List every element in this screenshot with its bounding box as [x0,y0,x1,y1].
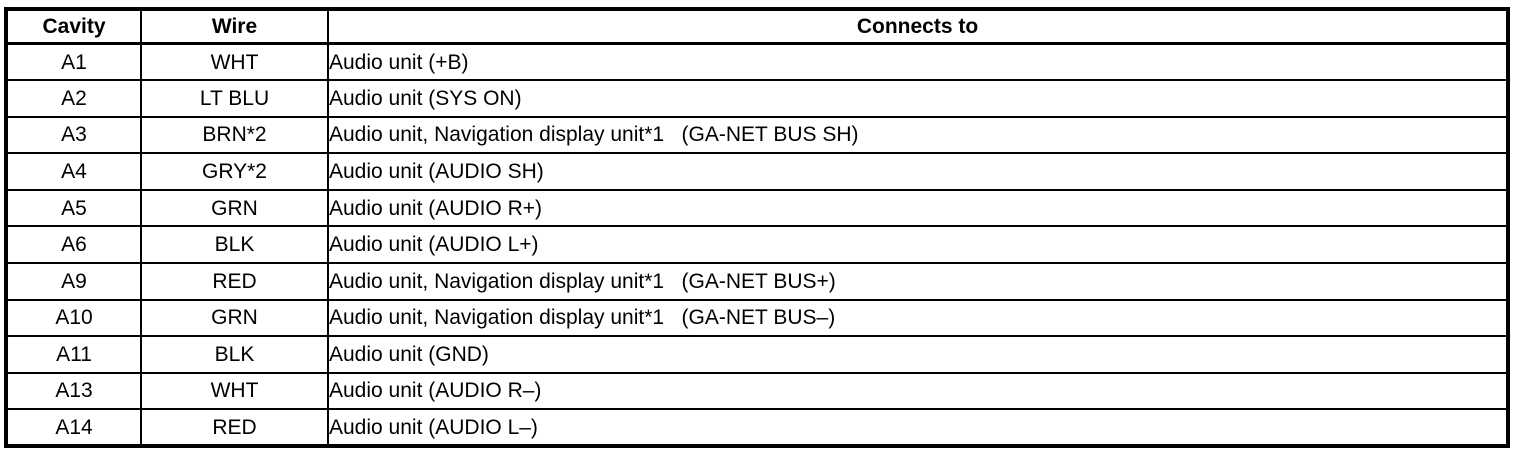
cell-connects-to: Audio unit (AUDIO R–) [327,371,1509,411]
cell-cavity: A5 [5,188,142,228]
table-row: A14 RED Audio unit (AUDIO L–) [5,408,1509,447]
cell-cavity: A9 [5,261,142,301]
cell-wire: BLK [140,335,329,374]
cell-connects-to: Audio unit (AUDIO L–) [327,408,1509,447]
table-row: A9 RED Audio unit, Navigation display un… [5,261,1509,301]
header-connects-to: Connects to [327,8,1509,45]
cell-wire: BLK [140,225,329,264]
cell-wire: BRN*2 [140,115,329,155]
cell-wire: RED [140,408,329,447]
cell-wire: RED [140,261,329,301]
table-row: A13 WHT Audio unit (AUDIO R–) [5,371,1509,411]
table-body: A1 WHT Audio unit (+B) A2 LT BLU Audio u… [5,42,1509,447]
cell-cavity: A4 [5,152,142,191]
cell-cavity: A10 [5,298,142,338]
header-cavity: Cavity [5,8,142,45]
cell-wire: WHT [140,371,329,411]
header-wire: Wire [140,8,329,45]
table-row: A11 BLK Audio unit (GND) [5,335,1509,374]
cell-connects-to: Audio unit, Navigation display unit*1 (G… [327,261,1509,301]
table-header-row: Cavity Wire Connects to [5,8,1509,45]
table-row: A2 LT BLU Audio unit (SYS ON) [5,79,1509,118]
table-row: A10 GRN Audio unit, Navigation display u… [5,298,1509,338]
cell-wire: LT BLU [140,79,329,118]
cell-connects-to: Audio unit, Navigation display unit*1 (G… [327,298,1509,338]
cell-connects-to: Audio unit (SYS ON) [327,79,1509,118]
cell-cavity: A13 [5,371,142,411]
cell-wire: WHT [140,42,329,82]
cell-cavity: A2 [5,79,142,118]
cell-connects-to: Audio unit (GND) [327,335,1509,374]
cell-wire: GRN [140,298,329,338]
table-row: A3 BRN*2 Audio unit, Navigation display … [5,115,1509,155]
cell-connects-to: Audio unit (AUDIO R+) [327,188,1509,228]
cell-connects-to: Audio unit (+B) [327,42,1509,82]
cell-cavity: A3 [5,115,142,155]
cell-wire: GRN [140,188,329,228]
cell-cavity: A11 [5,335,142,374]
cell-cavity: A1 [5,42,142,82]
connector-pinout-table: Cavity Wire Connects to A1 WHT Audio uni… [4,7,1510,448]
cell-connects-to: Audio unit, Navigation display unit*1 (G… [327,115,1509,155]
table-row: A6 BLK Audio unit (AUDIO L+) [5,225,1509,264]
cell-cavity: A6 [5,225,142,264]
cell-wire: GRY*2 [140,152,329,191]
table-row: A4 GRY*2 Audio unit (AUDIO SH) [5,152,1509,191]
cell-connects-to: Audio unit (AUDIO SH) [327,152,1509,191]
cell-cavity: A14 [5,408,142,447]
table-row: A1 WHT Audio unit (+B) [5,42,1509,82]
cell-connects-to: Audio unit (AUDIO L+) [327,225,1509,264]
table-row: A5 GRN Audio unit (AUDIO R+) [5,188,1509,228]
